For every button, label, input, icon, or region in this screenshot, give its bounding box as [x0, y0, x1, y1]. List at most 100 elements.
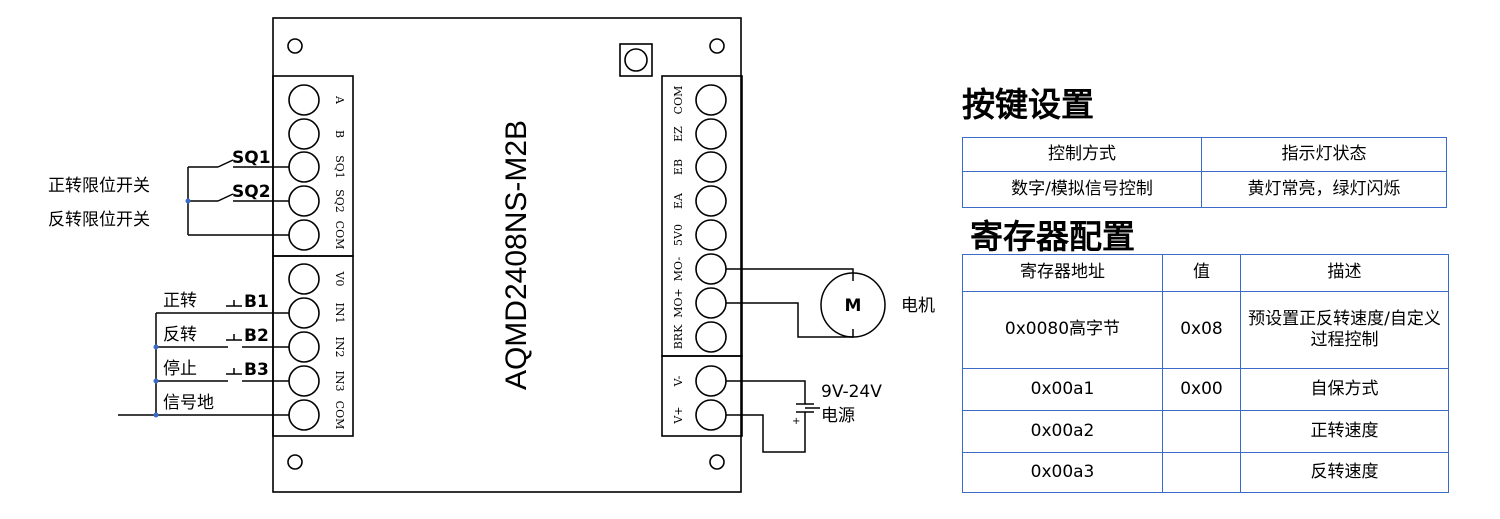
terminal-SQ1 [288, 151, 320, 183]
signal-ground-label: 信号地 [163, 393, 214, 413]
cap-plus: + [792, 416, 800, 427]
mounting-hole [287, 454, 303, 470]
sq1-label: SQ1 [232, 148, 271, 168]
sq2-label: SQ2 [232, 182, 271, 202]
pin-label: V+ [672, 406, 685, 424]
terminal-A [288, 84, 320, 116]
terminal-V-plus [695, 399, 727, 431]
right-terminal-block-2 [661, 355, 743, 437]
terminal-IN3 [288, 365, 320, 397]
pin-label: IN1 [333, 303, 346, 324]
mounting-hole [709, 454, 725, 470]
junction-dot [153, 344, 159, 350]
table-header: 控制方式 [962, 137, 1202, 172]
pin-label: MO- [672, 257, 685, 282]
stop-label: 停止 [163, 359, 197, 379]
button-wiring [118, 300, 289, 416]
pin-label: IN3 [333, 371, 346, 392]
terminal-COM-right [695, 84, 727, 116]
table-cell: 0x00a2 [962, 410, 1163, 453]
pin-label: IN2 [333, 337, 346, 358]
board-model: AQMD2408NS-M2B [500, 120, 533, 390]
terminal-5V0 [695, 219, 727, 251]
terminal-EZ [695, 118, 727, 150]
table-cell: 0x00a1 [962, 368, 1163, 411]
table-header: 值 [1162, 254, 1241, 292]
terminal-MO-plus [695, 287, 727, 319]
terminal-BRK [695, 321, 727, 353]
pin-label: SQ2 [333, 189, 346, 213]
table-header: 寄存器地址 [962, 254, 1163, 292]
terminal-EB [695, 151, 727, 183]
limit-switch-wiring [187, 159, 289, 236]
mounting-hole [709, 38, 725, 54]
reverse-label: 反转 [163, 325, 197, 345]
register-config-title: 寄存器配置 [970, 217, 1135, 256]
pin-label: B [333, 130, 346, 138]
junction-dot [153, 412, 159, 418]
terminal-COM-2 [288, 399, 320, 431]
pin-label: 5V0 [672, 224, 685, 246]
pin-label: BRK [672, 324, 685, 349]
forward-limit-label: 正转限位开关 [48, 176, 150, 196]
table-cell: 自保方式 [1240, 368, 1449, 411]
table-cell: 0x00a3 [962, 452, 1163, 493]
power-label: 电源 [821, 406, 855, 426]
terminal-V-minus [695, 365, 727, 397]
junction-dot [185, 198, 191, 204]
motor-circle [820, 272, 886, 338]
motor-wiring [726, 268, 886, 338]
voltage-label: 9V-24V [821, 382, 882, 402]
terminal-V0 [288, 263, 320, 295]
table-cell: 0x00 [1162, 368, 1241, 411]
b2-label: B2 [244, 326, 269, 346]
pin-label: A [333, 95, 346, 105]
table-header: 描述 [1240, 254, 1449, 292]
table-cell: 黄灯常亮，绿灯闪烁 [1201, 171, 1447, 208]
pin-label: V- [672, 375, 685, 387]
motor-symbol: M [845, 296, 862, 316]
pin-label: EB [672, 159, 685, 175]
terminal-IN2 [288, 331, 320, 363]
b1-label: B1 [244, 292, 269, 312]
left-terminals [288, 84, 320, 431]
forward-label: 正转 [163, 291, 197, 311]
pin-label: MO+ [672, 288, 685, 318]
key-settings-title: 按键设置 [962, 85, 1094, 124]
indicator-button-circle [624, 48, 648, 72]
indicator-button [619, 43, 653, 77]
pin-label: V0 [333, 271, 346, 287]
terminal-B [288, 118, 320, 150]
table-cell: 0x08 [1162, 291, 1241, 369]
pin-label: EZ [672, 126, 685, 142]
table-cell: 正转速度 [1240, 410, 1449, 453]
key-settings-table: 控制方式 指示灯状态 数字/模拟信号控制 黄灯常亮，绿灯闪烁 [962, 137, 1447, 208]
table-cell: 反转速度 [1240, 452, 1449, 493]
terminal-EA [695, 185, 727, 217]
right-terminals [695, 84, 727, 431]
reverse-limit-label: 反转限位开关 [48, 210, 150, 230]
power-wiring [726, 380, 820, 453]
junction-dot [153, 378, 159, 384]
left-terminal-block-2 [272, 255, 354, 437]
terminal-IN1 [288, 297, 320, 329]
motor-label: 电机 [901, 296, 935, 316]
table-cell [1162, 410, 1241, 453]
pin-label: COM [333, 221, 346, 250]
pin-label: EA [672, 192, 685, 209]
terminal-MO-minus [695, 253, 727, 285]
table-cell [1162, 452, 1241, 493]
table-cell: 预设置正反转速度/自定义过程控制 [1240, 291, 1449, 369]
b3-label: B3 [244, 360, 269, 380]
table-cell: 数字/模拟信号控制 [962, 171, 1202, 208]
pin-label: COM [333, 401, 346, 430]
table-cell: 0x0080高字节 [962, 291, 1163, 369]
terminal-SQ2 [288, 185, 320, 217]
pin-label: COM [672, 86, 685, 115]
pin-label: SQ1 [333, 155, 346, 179]
mounting-hole [287, 38, 303, 54]
terminal-COM-1 [288, 219, 320, 251]
register-config-table: 寄存器地址 值 描述 0x0080高字节 0x08 预设置正反转速度/自定义过程… [962, 254, 1449, 493]
table-header: 指示灯状态 [1201, 137, 1447, 172]
